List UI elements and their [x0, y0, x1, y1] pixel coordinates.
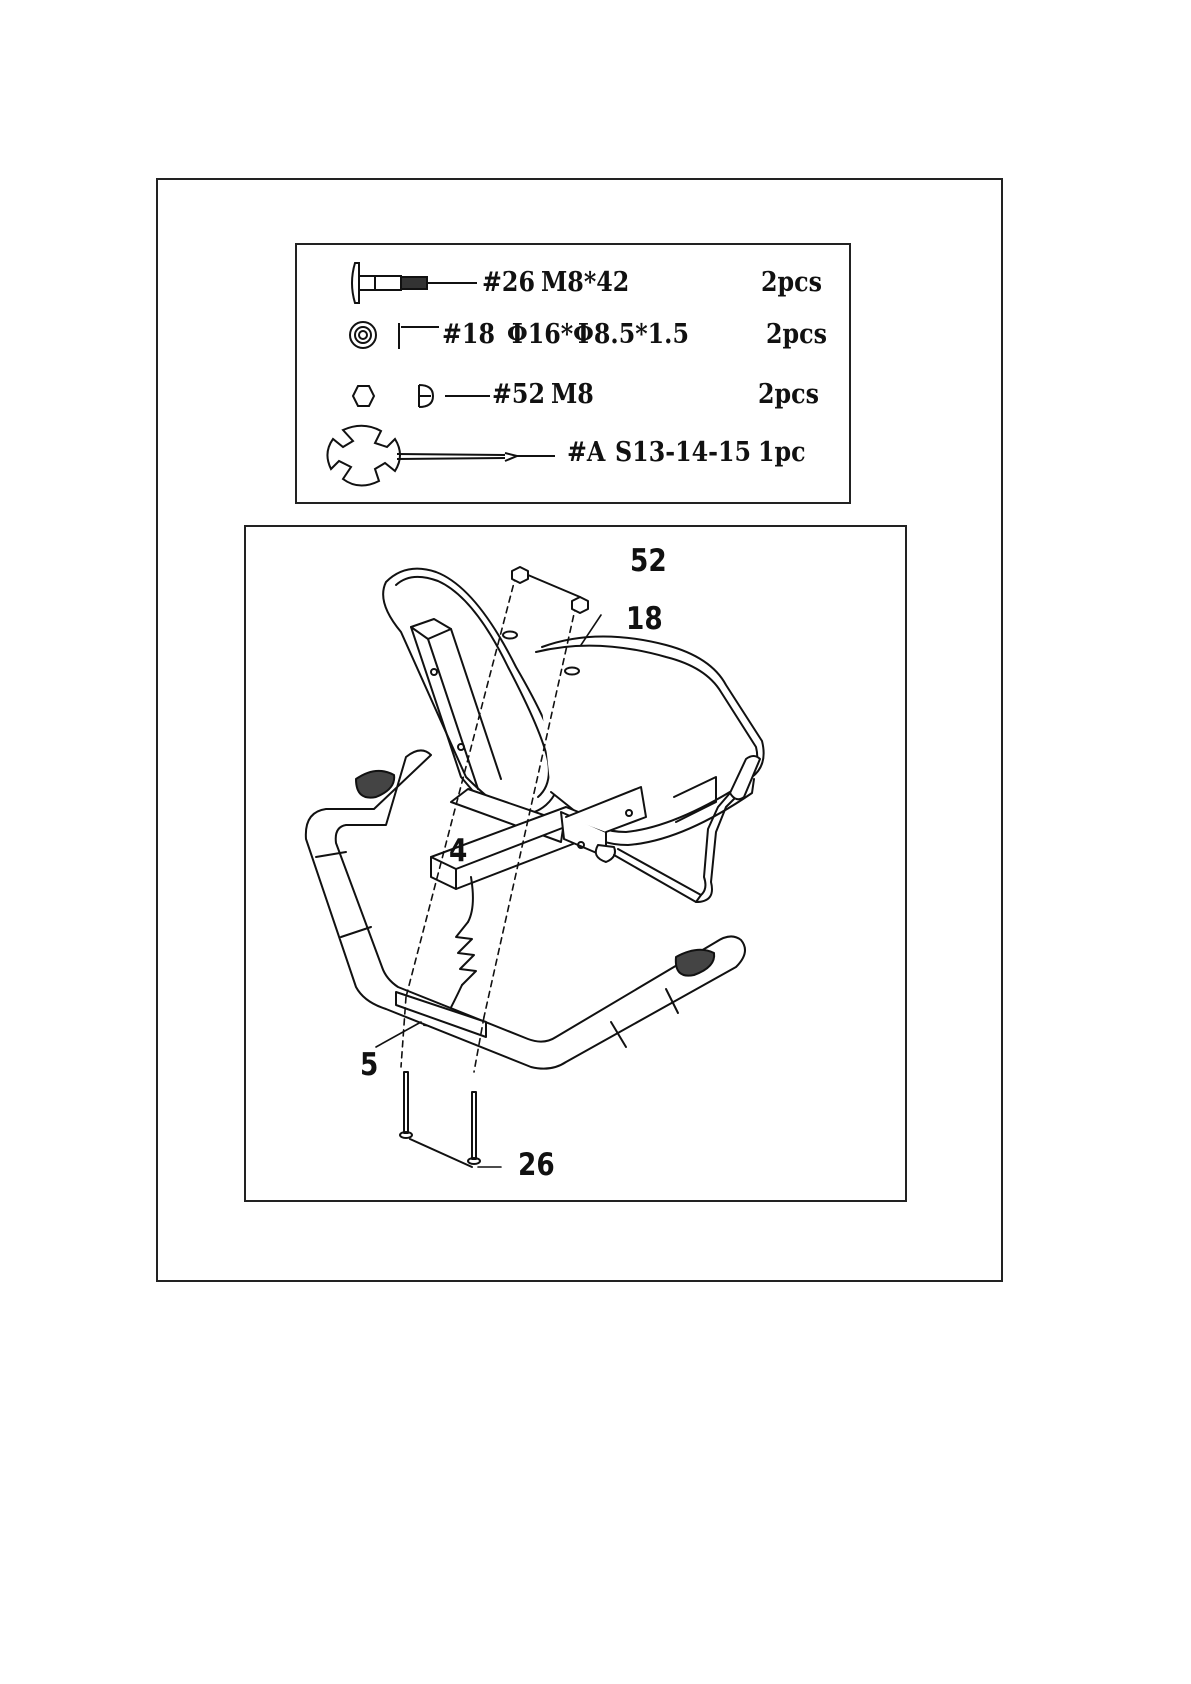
- callout-18: 18: [626, 601, 663, 637]
- hw-part-26: #26: [482, 267, 535, 298]
- assembly-drawing: [246, 527, 909, 1204]
- leader-18: [581, 615, 601, 645]
- hw-qty-26: 2pcs: [761, 267, 822, 298]
- hw-spec-26: M8*42: [541, 267, 629, 298]
- leader-5: [376, 1022, 421, 1047]
- hw-part-18: #18: [442, 319, 495, 350]
- callout-5: 5: [360, 1047, 378, 1083]
- flat-washer-icon: [350, 322, 439, 349]
- hex-nut-icon: [353, 385, 490, 407]
- hw-qty-a: 1pc: [758, 437, 806, 468]
- hw-spec-52: M8: [551, 379, 594, 410]
- hw-spec-a: S13-14-15: [615, 437, 751, 468]
- assembly-diagram: 52 18 4 5 26: [244, 525, 907, 1202]
- hardware-list: #26 M8*42 2pcs #18 Φ16*Φ8.5*1.5 2pcs #52…: [295, 243, 851, 504]
- carriage-bolt-icon: [352, 263, 477, 303]
- hw-spec-18: Φ16*Φ8.5*1.5: [507, 319, 689, 350]
- hw-part-52: #52: [492, 379, 545, 410]
- hw-part-a: #A: [567, 437, 605, 468]
- callout-4: 4: [449, 833, 467, 869]
- bottom-bolts: [400, 1072, 480, 1167]
- hw-qty-18: 2pcs: [766, 319, 827, 350]
- callout-52: 52: [630, 543, 667, 579]
- multi-wrench-icon: [327, 426, 555, 486]
- callout-26: 26: [518, 1147, 555, 1183]
- hw-qty-52: 2pcs: [758, 379, 819, 410]
